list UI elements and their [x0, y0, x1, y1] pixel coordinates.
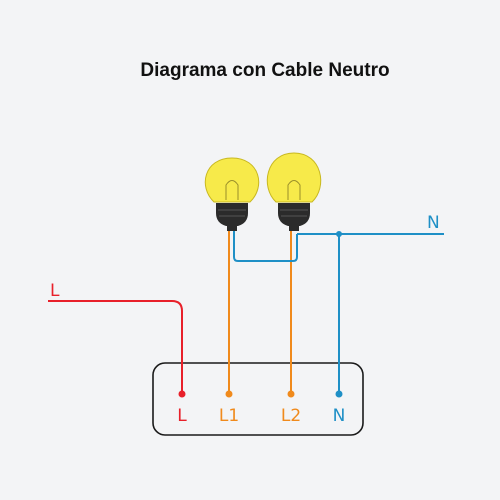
terminal-dot-n: [335, 390, 343, 398]
switch-box: [152, 362, 364, 436]
bulb-right-contact: [289, 226, 299, 231]
neutral-junction-dot: [336, 231, 342, 237]
neutral-bulb-loop: [233, 226, 298, 262]
terminal-dot-l: [178, 390, 186, 398]
bulb-right-filament: [287, 180, 301, 200]
diagram-title: Diagrama con Cable Neutro: [140, 60, 390, 81]
line-wire-label: L: [50, 281, 60, 301]
terminal-dot-l2: [287, 390, 295, 398]
terminal-label-l1: L1: [219, 406, 239, 426]
terminal-label-l2: L2: [281, 406, 301, 426]
bulb-left-base: [216, 203, 248, 226]
bulb-left: [204, 157, 260, 231]
terminal-dot-l1: [225, 390, 233, 398]
bulb-left-filament: [225, 180, 239, 200]
terminal-label-n: N: [333, 406, 346, 426]
bulb-right-base: [278, 203, 310, 226]
bulb-right-glass: [266, 152, 322, 203]
bulb-left-contact: [227, 226, 237, 231]
terminal-label-l: L: [177, 406, 187, 426]
bulb-right: [266, 152, 322, 231]
neutral-wire-label: N: [427, 213, 440, 233]
line-wire: [48, 300, 183, 394]
